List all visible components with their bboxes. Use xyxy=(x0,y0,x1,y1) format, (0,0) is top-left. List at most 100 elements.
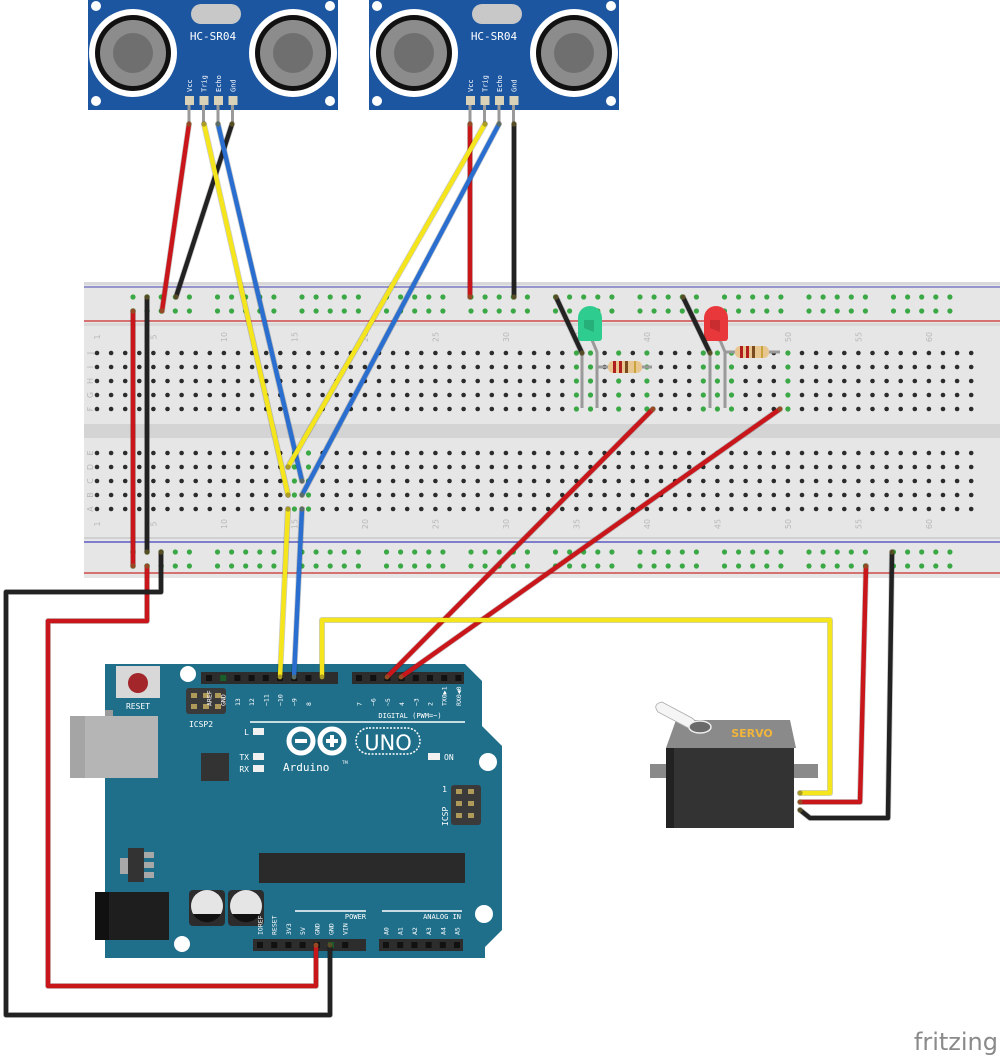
wire-endpoint[interactable] xyxy=(467,294,473,300)
header-pin[interactable] xyxy=(257,942,263,948)
wire-sensor1-trig[interactable] xyxy=(201,121,291,498)
header-pin[interactable] xyxy=(234,675,241,681)
wire-endpoint[interactable] xyxy=(285,506,291,512)
wire-sensor1-vcc[interactable] xyxy=(159,121,192,314)
power-rail-hole xyxy=(412,563,418,569)
breadboard-hole xyxy=(912,506,918,512)
wire-endpoint[interactable] xyxy=(277,674,283,680)
wire-endpoint[interactable] xyxy=(467,121,473,127)
reset-button[interactable] xyxy=(128,673,148,693)
wire-endpoint[interactable] xyxy=(130,563,136,569)
wire-sensor1-echo[interactable] xyxy=(215,121,305,484)
power-rail-hole xyxy=(440,308,446,314)
wire-endpoint[interactable] xyxy=(797,799,803,805)
header-pin[interactable] xyxy=(411,942,418,948)
header-pin[interactable] xyxy=(248,675,255,681)
wire-endpoint[interactable] xyxy=(482,121,488,127)
header-pin[interactable] xyxy=(285,942,292,948)
header-pin[interactable] xyxy=(356,675,362,681)
wire-endpoint[interactable] xyxy=(186,121,192,127)
header-pin[interactable] xyxy=(370,675,377,681)
wire-led-red-gnd[interactable] xyxy=(680,294,713,356)
wire-endpoint[interactable] xyxy=(299,492,305,498)
wire-led-green-to-pin5[interactable] xyxy=(384,406,656,680)
header-pin[interactable] xyxy=(454,942,460,948)
wire-gnd-to-rail[interactable] xyxy=(3,549,333,1018)
header-pin[interactable] xyxy=(206,675,212,681)
header-pin[interactable] xyxy=(441,675,448,681)
wire-servo-vcc[interactable] xyxy=(797,563,869,805)
wire-endpoint[interactable] xyxy=(229,121,235,127)
wire-endpoint[interactable] xyxy=(158,549,164,555)
wire-endpoint[interactable] xyxy=(159,308,165,314)
wire-endpoint[interactable] xyxy=(707,350,713,356)
wire-endpoint[interactable] xyxy=(680,294,686,300)
wire-5v-to-rail[interactable] xyxy=(45,563,319,989)
header-pin[interactable] xyxy=(220,675,227,681)
wire-servo-signal[interactable] xyxy=(319,617,833,796)
breadboard-hole xyxy=(475,464,481,470)
header-pin[interactable] xyxy=(455,675,462,681)
wire-endpoint[interactable] xyxy=(144,563,150,569)
wire-endpoint[interactable] xyxy=(777,406,783,412)
header-pin[interactable] xyxy=(383,942,389,948)
breadboard-hole xyxy=(94,378,100,384)
header-pin[interactable] xyxy=(427,675,433,681)
wire-endpoint[interactable] xyxy=(173,294,179,300)
wire-endpoint[interactable] xyxy=(313,942,319,948)
icsp-label: ICSP xyxy=(441,807,450,826)
wire-led-green-gnd[interactable] xyxy=(553,294,585,356)
wire-endpoint[interactable] xyxy=(553,294,559,300)
wire-sensor2-echo[interactable] xyxy=(299,121,502,498)
wire-endpoint[interactable] xyxy=(130,308,136,314)
breadboard-hole xyxy=(799,364,805,370)
breadboard-hole xyxy=(771,378,777,384)
wire-trig-to-pin12[interactable] xyxy=(277,506,291,680)
wire-endpoint[interactable] xyxy=(863,563,869,569)
breadboard-hole xyxy=(376,450,382,456)
wire-endpoint[interactable] xyxy=(291,674,297,680)
header-pin[interactable] xyxy=(439,942,446,948)
wire-endpoint[interactable] xyxy=(398,674,404,680)
power-rail-hole xyxy=(229,294,235,300)
header-pin[interactable] xyxy=(262,675,269,681)
breadboard-hole xyxy=(884,506,889,512)
wire-endpoint[interactable] xyxy=(201,121,207,127)
wire-endpoint[interactable] xyxy=(215,121,221,127)
power-rail-hole xyxy=(130,294,136,300)
wire-endpoint[interactable] xyxy=(496,121,502,127)
wire-endpoint[interactable] xyxy=(384,674,390,680)
breadboard-hole xyxy=(686,378,692,384)
wire-endpoint[interactable] xyxy=(299,506,305,512)
pin-label: 7 xyxy=(356,702,364,706)
wire-endpoint[interactable] xyxy=(650,406,656,412)
header-pin[interactable] xyxy=(425,942,432,948)
wire-endpoint[interactable] xyxy=(144,294,150,300)
wire-echo-to-pin11[interactable] xyxy=(291,506,305,680)
header-pin[interactable] xyxy=(342,942,349,948)
header-pin[interactable] xyxy=(305,675,312,681)
header-pin[interactable] xyxy=(412,675,419,681)
wire-endpoint[interactable] xyxy=(285,492,291,498)
wire-endpoint[interactable] xyxy=(319,674,325,680)
wire-endpoint[interactable] xyxy=(327,942,333,948)
wire-servo-gnd[interactable] xyxy=(797,549,895,821)
breadboard-hole xyxy=(672,392,678,398)
wire-endpoint[interactable] xyxy=(285,464,291,470)
wire-endpoint[interactable] xyxy=(797,790,803,796)
wire-endpoint[interactable] xyxy=(144,549,150,555)
breadboard-hole xyxy=(334,364,340,370)
wire-sensor2-trig[interactable] xyxy=(285,121,488,470)
wire-endpoint[interactable] xyxy=(579,350,585,356)
wire-endpoint[interactable] xyxy=(511,121,517,127)
breadboard-hole xyxy=(545,450,551,456)
header-pin[interactable] xyxy=(299,942,306,948)
wire-endpoint[interactable] xyxy=(797,807,803,813)
wire-endpoint[interactable] xyxy=(511,294,517,300)
wire-endpoint[interactable] xyxy=(299,478,305,484)
header-pin[interactable] xyxy=(271,942,278,948)
header-pin[interactable] xyxy=(397,942,404,948)
wire-led-red-to-pin4[interactable] xyxy=(398,406,783,680)
breadboard-hole xyxy=(587,364,594,370)
wire-endpoint[interactable] xyxy=(889,549,895,555)
